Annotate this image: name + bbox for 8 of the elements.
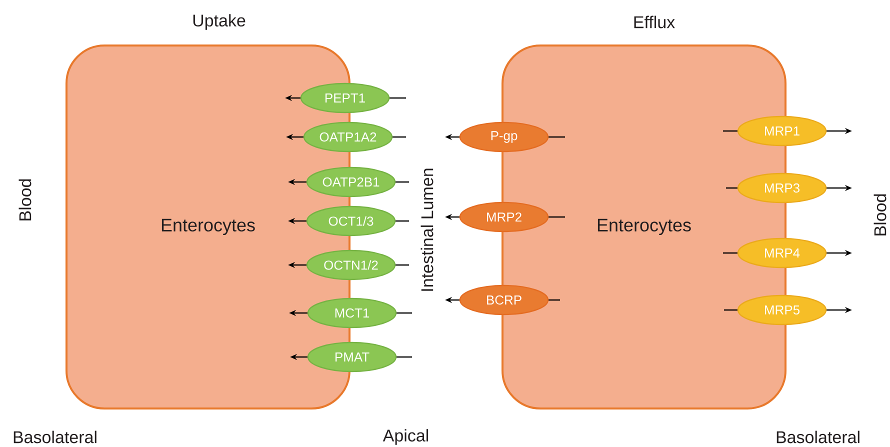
region-label: Apical: [382, 429, 428, 445]
region-label: Uptake: [193, 14, 246, 30]
region-label: Basolateral: [776, 430, 860, 444]
region-label: Blood: [874, 194, 886, 236]
region-label: Efflux: [634, 16, 675, 28]
region-label: Intestinal Lumen: [420, 168, 434, 291]
region-label: Blood: [18, 179, 32, 220]
region-label: Basolateral: [14, 430, 96, 444]
